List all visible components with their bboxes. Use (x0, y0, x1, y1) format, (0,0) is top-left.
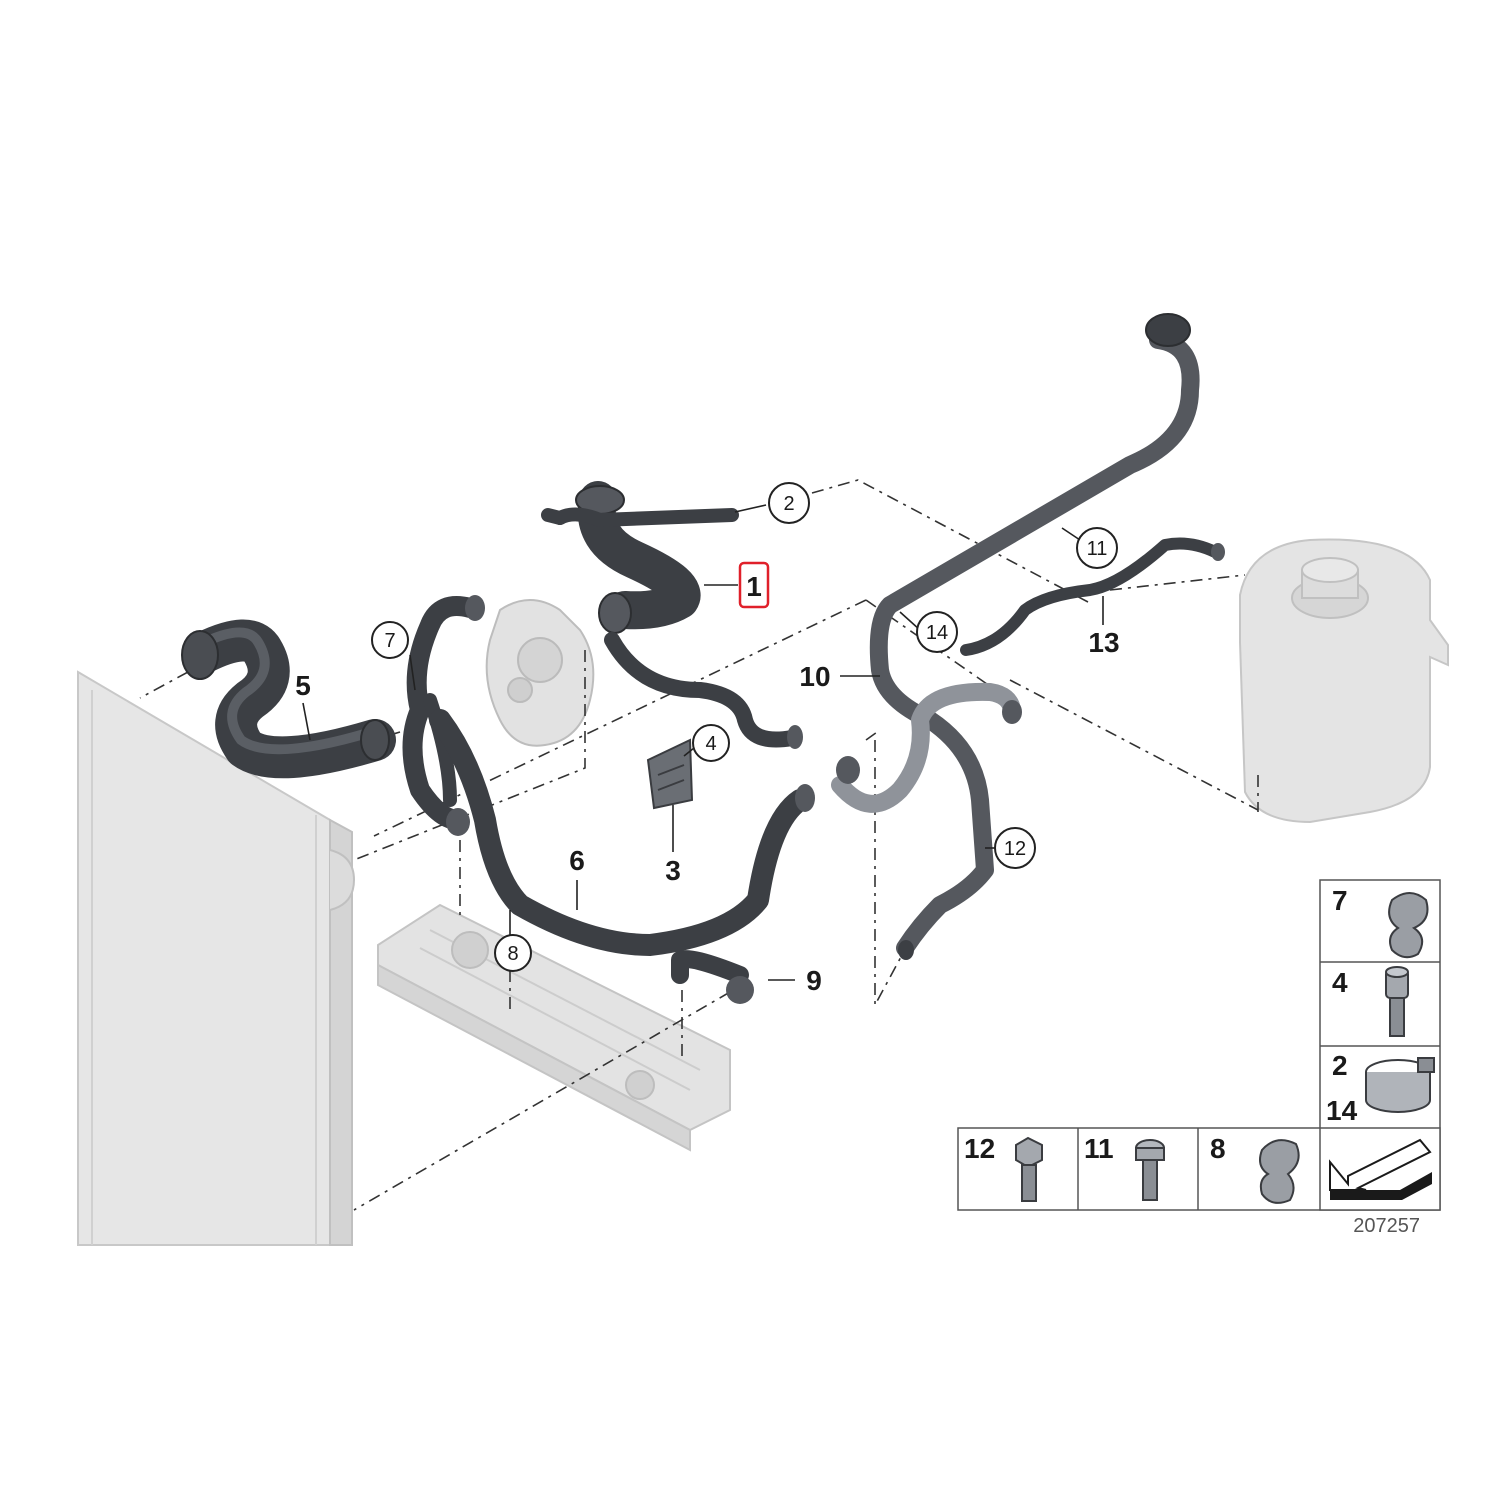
svg-text:6: 6 (569, 845, 585, 876)
svg-text:11: 11 (1084, 1133, 1114, 1164)
svg-text:12: 12 (964, 1133, 995, 1164)
callout-6: 6 (569, 845, 585, 876)
svg-text:12: 12 (1004, 838, 1026, 860)
svg-text:2: 2 (783, 493, 794, 515)
bracket-part (646, 738, 694, 810)
hose-4-branch (604, 632, 803, 749)
socket-bolt-icon (1385, 966, 1409, 1037)
callout-11: 11 (1076, 527, 1118, 569)
legend-cell-2-14: 2 14 (1326, 1050, 1435, 1126)
svg-text:10: 10 (799, 661, 830, 692)
svg-text:4: 4 (1332, 967, 1348, 998)
callout-1: 1 (738, 561, 770, 609)
legend-cell-4: 4 (1332, 966, 1409, 1037)
hose-clamp-icon (1365, 1057, 1435, 1113)
callout-9: 9 (806, 965, 822, 996)
hose-1 (575, 481, 701, 634)
hex-bolt-icon (1015, 1136, 1043, 1202)
svg-text:1: 1 (746, 571, 762, 602)
hose-2 (541, 507, 739, 527)
svg-text:14: 14 (1326, 1095, 1358, 1126)
hose-heater-return (831, 682, 1022, 813)
svg-text:14: 14 (926, 622, 948, 644)
callout-10: 10 (799, 661, 830, 692)
svg-text:11: 11 (1087, 538, 1108, 560)
callout-7: 7 (371, 621, 409, 659)
svg-text:7: 7 (384, 630, 395, 652)
callout-2: 2 (768, 482, 810, 524)
svg-text:13: 13 (1088, 627, 1119, 658)
hose-5 (181, 619, 396, 779)
legend-cell-arrow (1329, 1138, 1432, 1200)
callout-3: 3 (665, 855, 681, 886)
legend-cell-11: 11 (1084, 1133, 1165, 1201)
legend-cell-7: 7 (1332, 885, 1429, 959)
hose-13-14 (960, 537, 1225, 656)
lower-radiator-tank (377, 903, 731, 1152)
connection-lines (139, 479, 1259, 1211)
svg-text:2: 2 (1332, 1050, 1348, 1081)
callout-12: 12 (994, 827, 1036, 869)
callout-13: 13 (1088, 627, 1119, 658)
spring-clip-icon (1259, 1139, 1300, 1204)
callout-8: 8 (494, 934, 532, 972)
svg-text:3: 3 (665, 855, 681, 886)
svg-text:8: 8 (507, 943, 518, 965)
radiator (77, 670, 356, 1246)
direction-arrow-icon (1329, 1138, 1432, 1200)
hose-6 (429, 709, 815, 956)
callout-14: 14 (916, 611, 958, 653)
callout-4: 4 (692, 724, 730, 762)
svg-text:9: 9 (806, 965, 822, 996)
legend-cell-8: 8 (1210, 1133, 1300, 1204)
svg-text:8: 8 (1210, 1133, 1226, 1164)
clip-icon (1388, 892, 1429, 959)
torx-bolt-icon (1135, 1139, 1165, 1201)
water-pump (485, 599, 595, 747)
diagram-id: 207257 (1353, 1215, 1420, 1237)
hose-9 (671, 950, 754, 1004)
hose-10 (869, 313, 1200, 960)
parts-legend: 7 4 2 14 12 (957, 879, 1441, 1211)
legend-cell-12: 12 (964, 1133, 1043, 1202)
svg-text:4: 4 (705, 733, 716, 755)
svg-text:7: 7 (1332, 885, 1348, 916)
expansion-tank (1239, 538, 1449, 824)
callout-5: 5 (295, 670, 311, 701)
svg-text:5: 5 (295, 670, 311, 701)
